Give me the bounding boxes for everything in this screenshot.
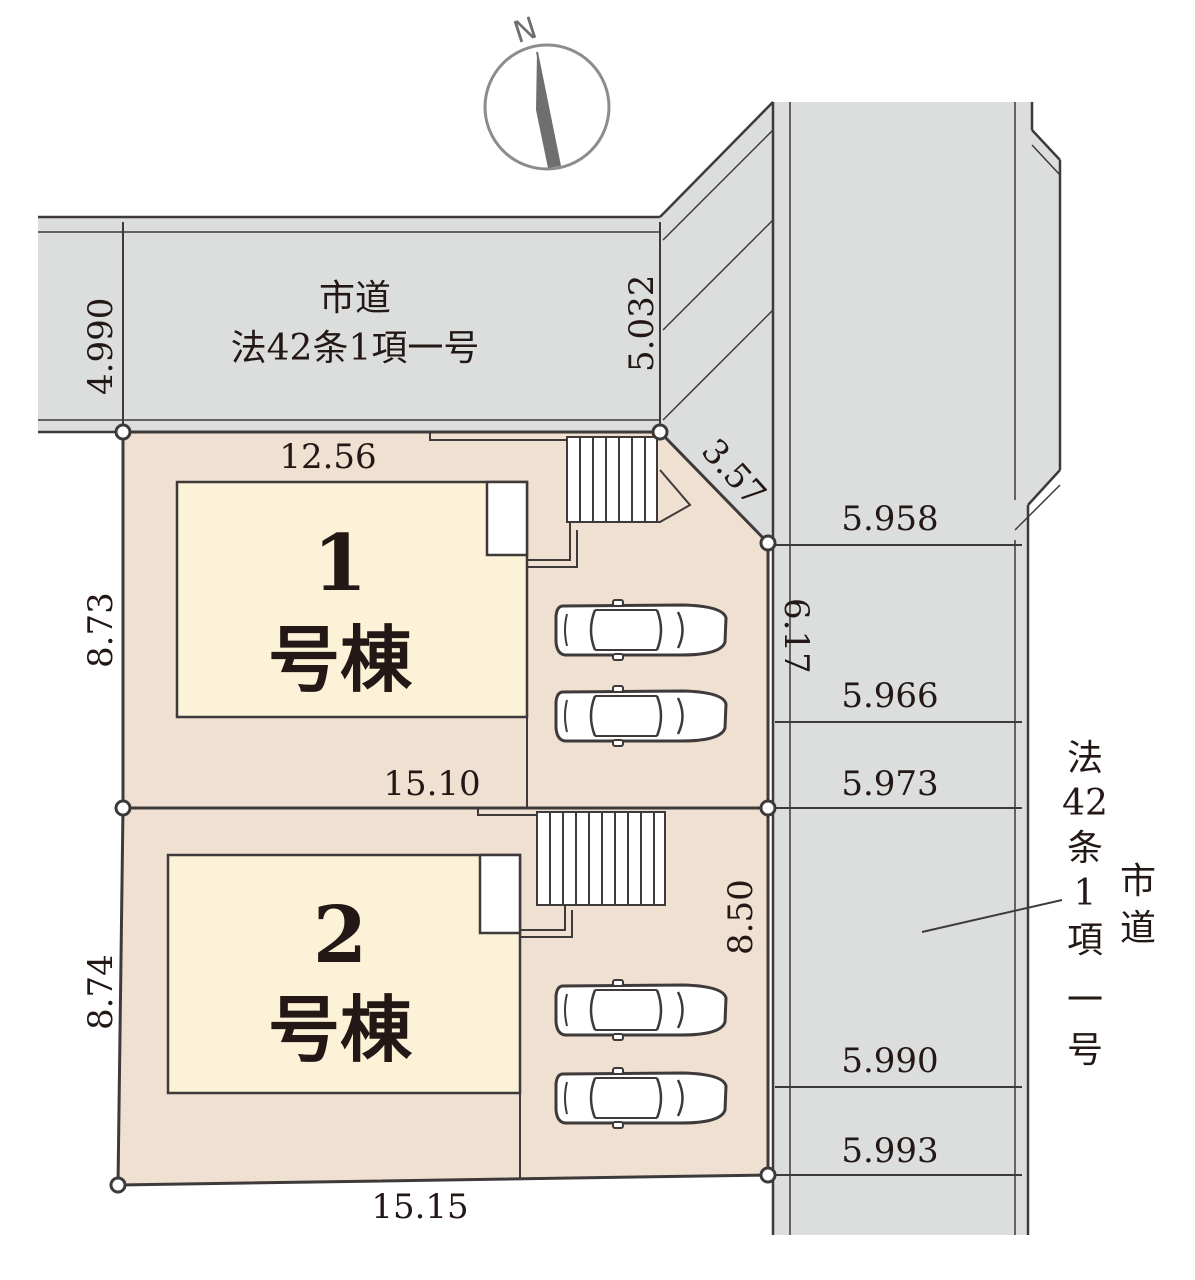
lot-2-car-icon-2	[554, 1066, 728, 1130]
lot-2: 2 号棟 8.74 8.50 15.15	[81, 806, 770, 1227]
boundary-marker-w-mid	[114, 799, 132, 817]
east-road-width-1: 5.958	[841, 499, 938, 539]
boundary-marker-se	[759, 1166, 777, 1184]
boundary-markers	[109, 423, 777, 1194]
lot-1-east-side: 6.17	[776, 598, 816, 674]
lot-1-car-icon-1	[554, 598, 728, 662]
boundary-marker-sw	[109, 1176, 127, 1194]
east-road-width-4: 5.990	[841, 1041, 938, 1081]
lot-2-front-edge	[477, 808, 537, 816]
lot-2-east-side: 8.50	[721, 879, 761, 955]
east-road-class-char-6: 号	[1067, 1030, 1103, 1071]
boundary-marker-nw	[114, 423, 132, 441]
north-road-diagonal	[659, 101, 774, 218]
north-road-diagonal-2	[662, 219, 774, 331]
east-road-edge-diag-b	[1014, 484, 1061, 531]
lot-1-stairs-icon	[566, 436, 658, 523]
lot-1: 1 号棟 12.56 3.57 8.73 6.17 15.10	[81, 430, 816, 810]
east-road-width-5: 5.993	[841, 1131, 938, 1171]
north-road-surface	[38, 102, 1060, 1235]
east-road-class-char-0: 法	[1067, 738, 1103, 779]
east-road-name-label: 市 道	[1120, 861, 1156, 949]
east-road-class-char-3: 1	[1074, 873, 1097, 914]
north-road-diagonal-inner	[662, 129, 774, 241]
lot-1-front-edge	[429, 432, 567, 441]
lot-2-car-icon-1	[554, 978, 728, 1042]
east-road-class-char-1: 42	[1062, 783, 1108, 824]
north-road-name: 市道	[319, 278, 391, 319]
lot-2-number: 2	[313, 890, 367, 981]
lot-1-car-icon-2	[554, 684, 728, 748]
north-road-diagonal-3	[662, 309, 774, 421]
lot-1-north-side: 12.56	[279, 437, 376, 477]
lot-2-label: 号棟	[268, 987, 413, 1072]
lot-1-south-side: 15.10	[383, 764, 480, 804]
east-road-edge-diag-a	[1031, 144, 1061, 176]
boundary-marker-n	[651, 423, 669, 441]
lot-1-number: 1	[313, 518, 367, 609]
lot-1-label: 号棟	[268, 617, 413, 702]
east-road-width-2: 5.966	[841, 676, 938, 716]
north-road-width-west: 4.990	[81, 298, 121, 395]
north-road-width-east: 5.032	[622, 275, 662, 372]
lot-2-building	[166, 853, 522, 1095]
east-road-name-char-1: 道	[1120, 908, 1156, 949]
lot-2-west-side: 8.74	[81, 954, 121, 1030]
east-road-name-char-0: 市	[1120, 861, 1156, 902]
boundary-marker-ne	[759, 534, 777, 552]
east-road-edge-east-diag	[1031, 129, 1061, 161]
lot-2-south-side: 15.15	[371, 1187, 468, 1227]
lot-1-west-side: 8.73	[81, 592, 121, 668]
east-road-class-char-4: 項	[1067, 920, 1103, 961]
north-road-class: 法42条1項一号	[231, 328, 480, 369]
lot-1-building	[175, 480, 529, 719]
lot-1-building-unit	[485, 480, 529, 557]
boundary-marker-e-mid	[759, 799, 777, 817]
east-road-class-label: 法 42 条 1 項 一 号	[1062, 738, 1108, 1071]
east-road-class-char-2: 条	[1067, 828, 1103, 869]
lot-2-building-unit	[478, 853, 522, 935]
east-road-edge-east-diag2	[1027, 469, 1061, 506]
east-road-leader	[921, 899, 1063, 933]
compass: N	[483, 11, 611, 171]
east-road-width-3: 5.973	[841, 764, 938, 804]
lot-2-stairs-icon	[536, 811, 666, 906]
lot-1-stairs	[566, 436, 658, 523]
compass-n-label: N	[509, 11, 541, 51]
east-road: 5.958 5.966 5.973 5.990 5.993 法 42 条 1 項…	[771, 102, 1156, 1235]
east-road-class-char-5: 一	[1067, 980, 1103, 1021]
compass-needle	[536, 51, 561, 167]
